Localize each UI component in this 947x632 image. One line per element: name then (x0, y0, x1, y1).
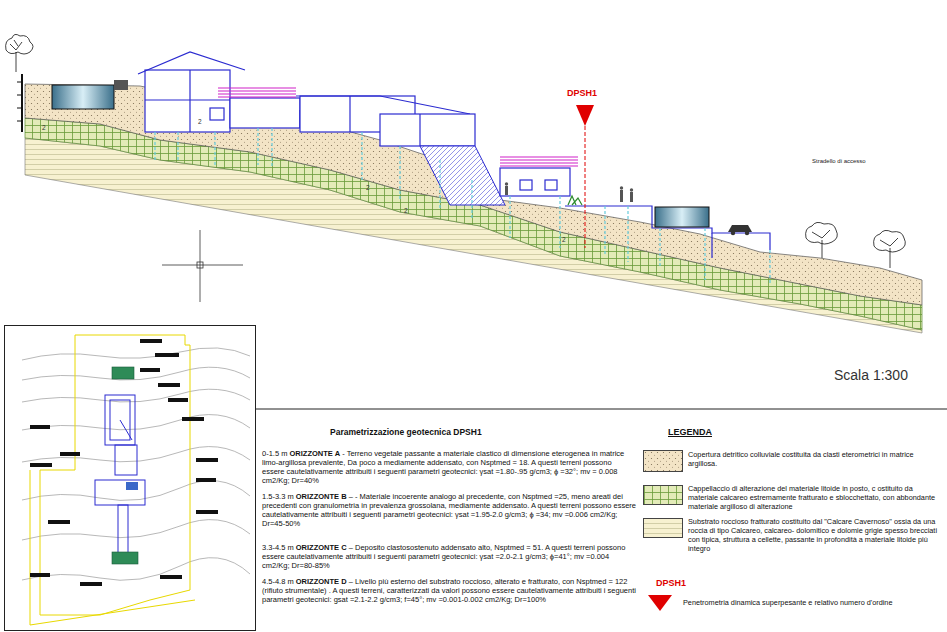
legend-text: Substrato roccioso fratturato costituito… (688, 517, 939, 553)
horizon-heading: ORIZZONTE C (296, 543, 347, 552)
horizon-paragraph: 3.3-4.5 m ORIZZONTE C – Deposito clastos… (262, 543, 636, 570)
horizon-paragraph: 4.5-4.8 m ORIZZONTE D – Livello più este… (262, 577, 636, 604)
legend-text: Penetrometria dinamica superpesante e re… (683, 598, 939, 607)
legend-text: Copertura detritico colluviale costituit… (688, 450, 939, 468)
legend-probe-label: DPSH1 (656, 578, 686, 589)
horizon-heading: ORIZZONTE D (296, 577, 347, 586)
depth-range: 1.5-3.3 m (262, 492, 294, 501)
horizon-heading: ORIZZONTE A (290, 449, 341, 458)
legend-text: Cappellaccio di alterazione del material… (688, 484, 939, 511)
horizon-heading: ORIZZONTE B (296, 492, 347, 501)
legend-swatch (643, 450, 683, 472)
horizon-paragraph: 1.5-3.3 m ORIZZONTE B – - Materiale inco… (262, 492, 636, 528)
layer-number: 2 (198, 118, 202, 126)
panel-title: Parametrizzazione geotecnica DPSH1 (330, 427, 482, 437)
layer-number: 2 (404, 207, 408, 215)
depth-range: 0-1.5 m (262, 449, 287, 458)
legend-heading: LEGENDA (668, 427, 712, 438)
layer-number: 2 (562, 236, 566, 244)
horizon-paragraph: 0-1.5 m ORIZZONTE A - Terreno vegetale p… (262, 449, 636, 485)
swatch-pattern (644, 486, 683, 505)
probe-label: DPSH1 (567, 88, 597, 99)
swatch-pattern (644, 451, 683, 472)
legend-swatch (643, 518, 683, 538)
layer-number: 2 (42, 124, 46, 132)
scale-label: Scala 1:300 (834, 367, 908, 384)
road-label: Stradello di accesso (812, 158, 866, 165)
swatch-pattern (644, 519, 683, 538)
legend-swatch (643, 485, 683, 505)
depth-range: 4.5-4.8 m (262, 577, 294, 586)
depth-range: 3.3-4.5 m (262, 543, 294, 552)
layer-number: 2 (366, 184, 370, 192)
